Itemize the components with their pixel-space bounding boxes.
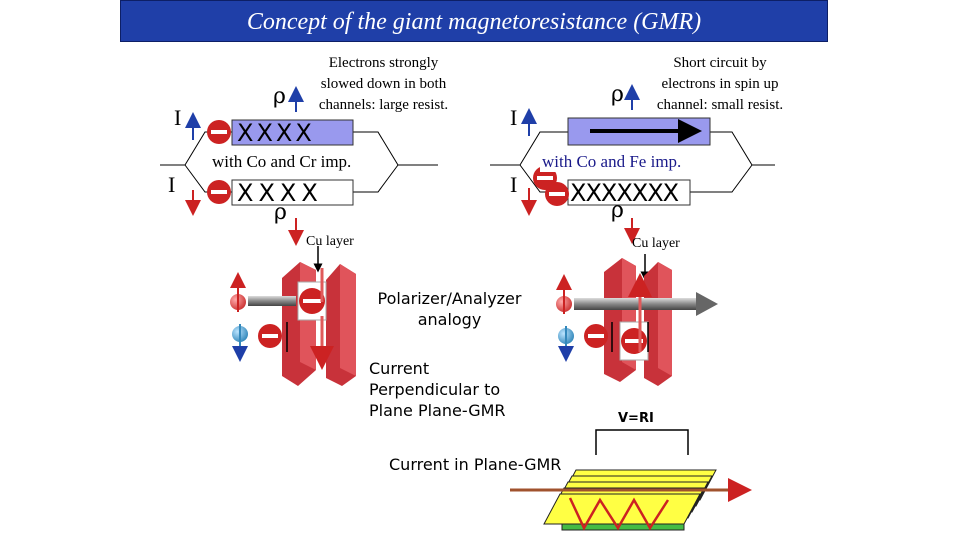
right-current-top: I [510,105,518,130]
right-impurity-label: with Co and Fe imp. [540,152,684,172]
right-note-line: channel: small resist. [656,97,784,113]
right-note-line: Short circuit by [673,55,767,71]
right-scatter-bottom: XXXXXXX [570,179,679,207]
right-note-line: electrons in spin up [661,76,779,92]
right-cu-layer-label: Cu layer [632,236,680,251]
left-scatter-bottom: XXXX [237,179,323,207]
cpp-line: Current [369,359,430,378]
right-circuit [490,84,775,281]
left-note: Electrons strongly slowed down in both c… [296,53,471,116]
left-rho-bottom: ρ [274,200,287,225]
right-bottom-channel [567,179,691,206]
left-note-line: Electrons strongly [328,55,439,71]
cpp-line: Perpendicular to [369,380,501,399]
right-note: Short circuit by electrons in spin up ch… [630,53,810,116]
electron-beam-rod [574,298,696,310]
cip-gmr-label: Current in Plane-GMR [389,454,564,475]
cip-layer-stack [510,429,752,531]
right-current-bottom: I [510,172,518,197]
analogy-line: analogy [417,310,482,329]
left-current-top: I [174,105,182,130]
polarizer-analogy-label: Polarizer/Analyzer analogy [362,288,537,330]
cpp-gmr-label: Current Perpendicular to Plane Plane-GMR [369,358,539,421]
electron-beam-rod [248,296,296,306]
left-current-bottom: I [168,172,176,197]
left-scatter-top: XXXX [237,119,315,147]
scattering-path [568,497,670,531]
left-note-line: slowed down in both [320,76,447,92]
left-rho-top: ρ [273,84,286,109]
left-cu-layer-label: Cu layer [306,234,354,249]
right-rho-top: ρ [611,82,624,107]
vri-label: V=RI [618,411,654,426]
left-bottom-channel [231,179,354,206]
right-rho-bottom: ρ [611,198,624,223]
right-polarizer-magnet [556,258,718,386]
voltage-probe-wire [595,429,689,455]
cpp-line: Plane Plane-GMR [369,401,506,420]
page-title: Concept of the giant magnetoresistance (… [246,9,702,35]
left-circuit [160,86,438,273]
title-bar: Concept of the giant magnetoresistance (… [120,0,828,42]
left-top-channel [231,119,354,146]
analogy-line: Polarizer/Analyzer [377,289,522,308]
beam-arrowhead-icon [696,292,718,316]
left-note-line: channels: large resist. [318,97,449,113]
left-impurity-label: with Co and Cr imp. [210,152,354,172]
left-polarizer-magnet [230,262,356,386]
